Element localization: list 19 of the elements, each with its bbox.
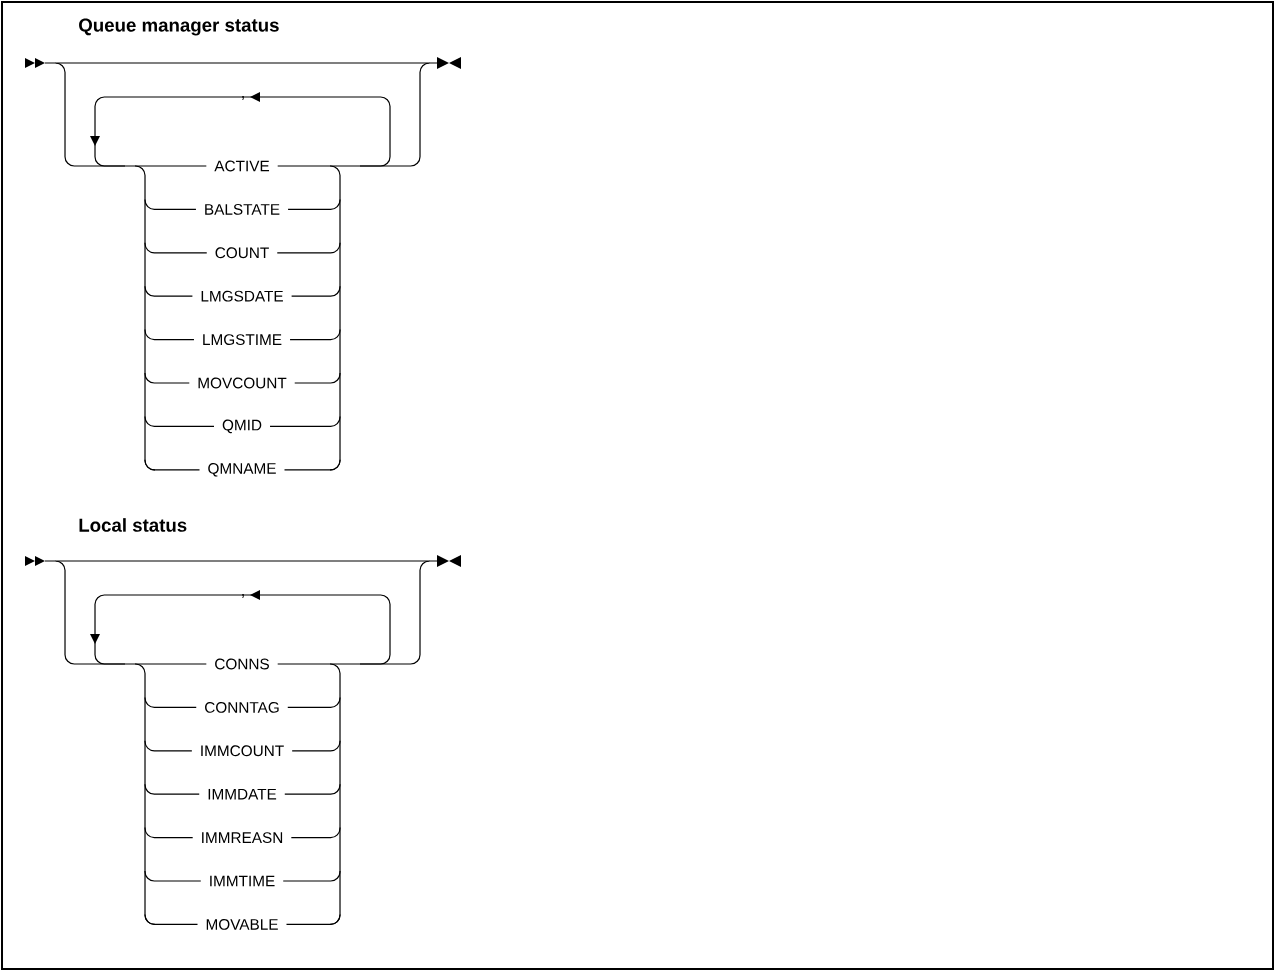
keyword: LMGSTIME: [193, 331, 291, 348]
separator-comma: ,: [242, 96, 244, 100]
keyword: QMNAME: [199, 460, 285, 480]
keyword: CONNS: [206, 655, 278, 673]
keyword: LMGSDATE: [192, 288, 292, 305]
keyword: ACTIVE: [206, 157, 278, 175]
keyword: COUNT: [206, 244, 278, 261]
keyword: QMID: [214, 416, 270, 436]
section-heading: Local status: [79, 518, 187, 532]
keyword: IMMDATE: [199, 786, 285, 803]
keyword: IMMCOUNT: [191, 742, 293, 759]
section-heading: Queue manager status: [79, 18, 279, 36]
keyword: BALSTATE: [195, 201, 289, 218]
keyword: IMMTIME: [200, 873, 284, 889]
keyword: MOVABLE: [197, 916, 287, 933]
keyword: IMMREASN: [192, 829, 292, 846]
keyword: MOVCOUNT: [189, 374, 295, 392]
separator-comma: ,: [242, 594, 244, 598]
keyword: CONNTAG: [196, 699, 288, 716]
